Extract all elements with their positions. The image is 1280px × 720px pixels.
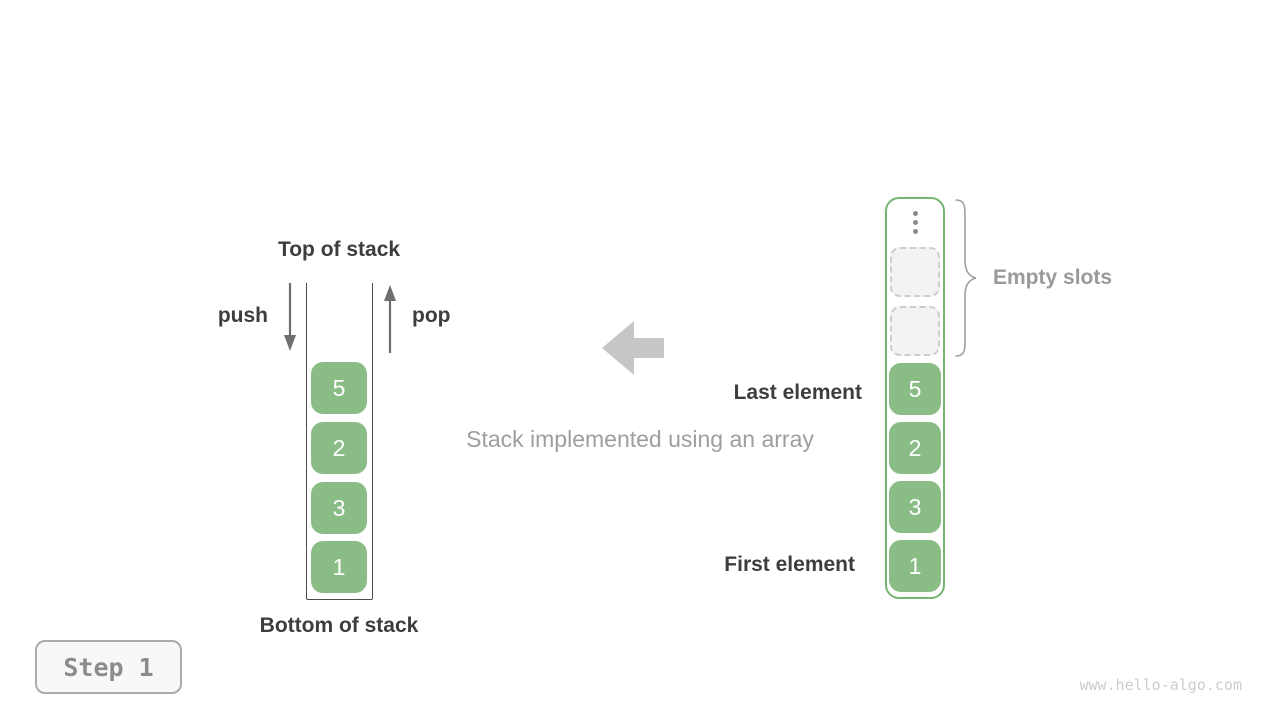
top-of-stack-label: Top of stack [277, 238, 401, 261]
push-label: push [217, 304, 268, 327]
step-badge-label: Step 1 [63, 652, 154, 682]
array-block: 5 [889, 363, 941, 415]
last-element-label: Last element [733, 381, 862, 404]
array-block: 2 [889, 422, 941, 474]
pop-label: pop [412, 304, 451, 327]
empty-slots-label: Empty slots [993, 266, 1113, 289]
pop-up-arrow-icon [384, 285, 396, 353]
watermark: www.hello-algo.com [1079, 676, 1242, 694]
stack-block: 3 [311, 482, 367, 534]
empty-slot [890, 306, 940, 356]
empty-slot [890, 247, 940, 297]
stack-block: 2 [311, 422, 367, 474]
push-down-arrow-icon [284, 283, 296, 351]
array-block: 1 [889, 540, 941, 592]
diagram-caption: Stack implemented using an array [466, 426, 814, 452]
stack-block: 5 [311, 362, 367, 414]
array-block: 3 [889, 481, 941, 533]
bottom-of-stack-label: Bottom of stack [259, 614, 419, 637]
step-badge: Step 1 [35, 640, 182, 694]
vertical-ellipsis-icon [887, 211, 943, 234]
array-container: 5 2 3 1 [885, 197, 945, 599]
left-block-arrow-icon [602, 321, 664, 375]
first-element-label: First element [724, 553, 855, 576]
stack-block: 1 [311, 541, 367, 593]
curly-brace-icon [955, 199, 977, 357]
stack-container [306, 283, 373, 600]
